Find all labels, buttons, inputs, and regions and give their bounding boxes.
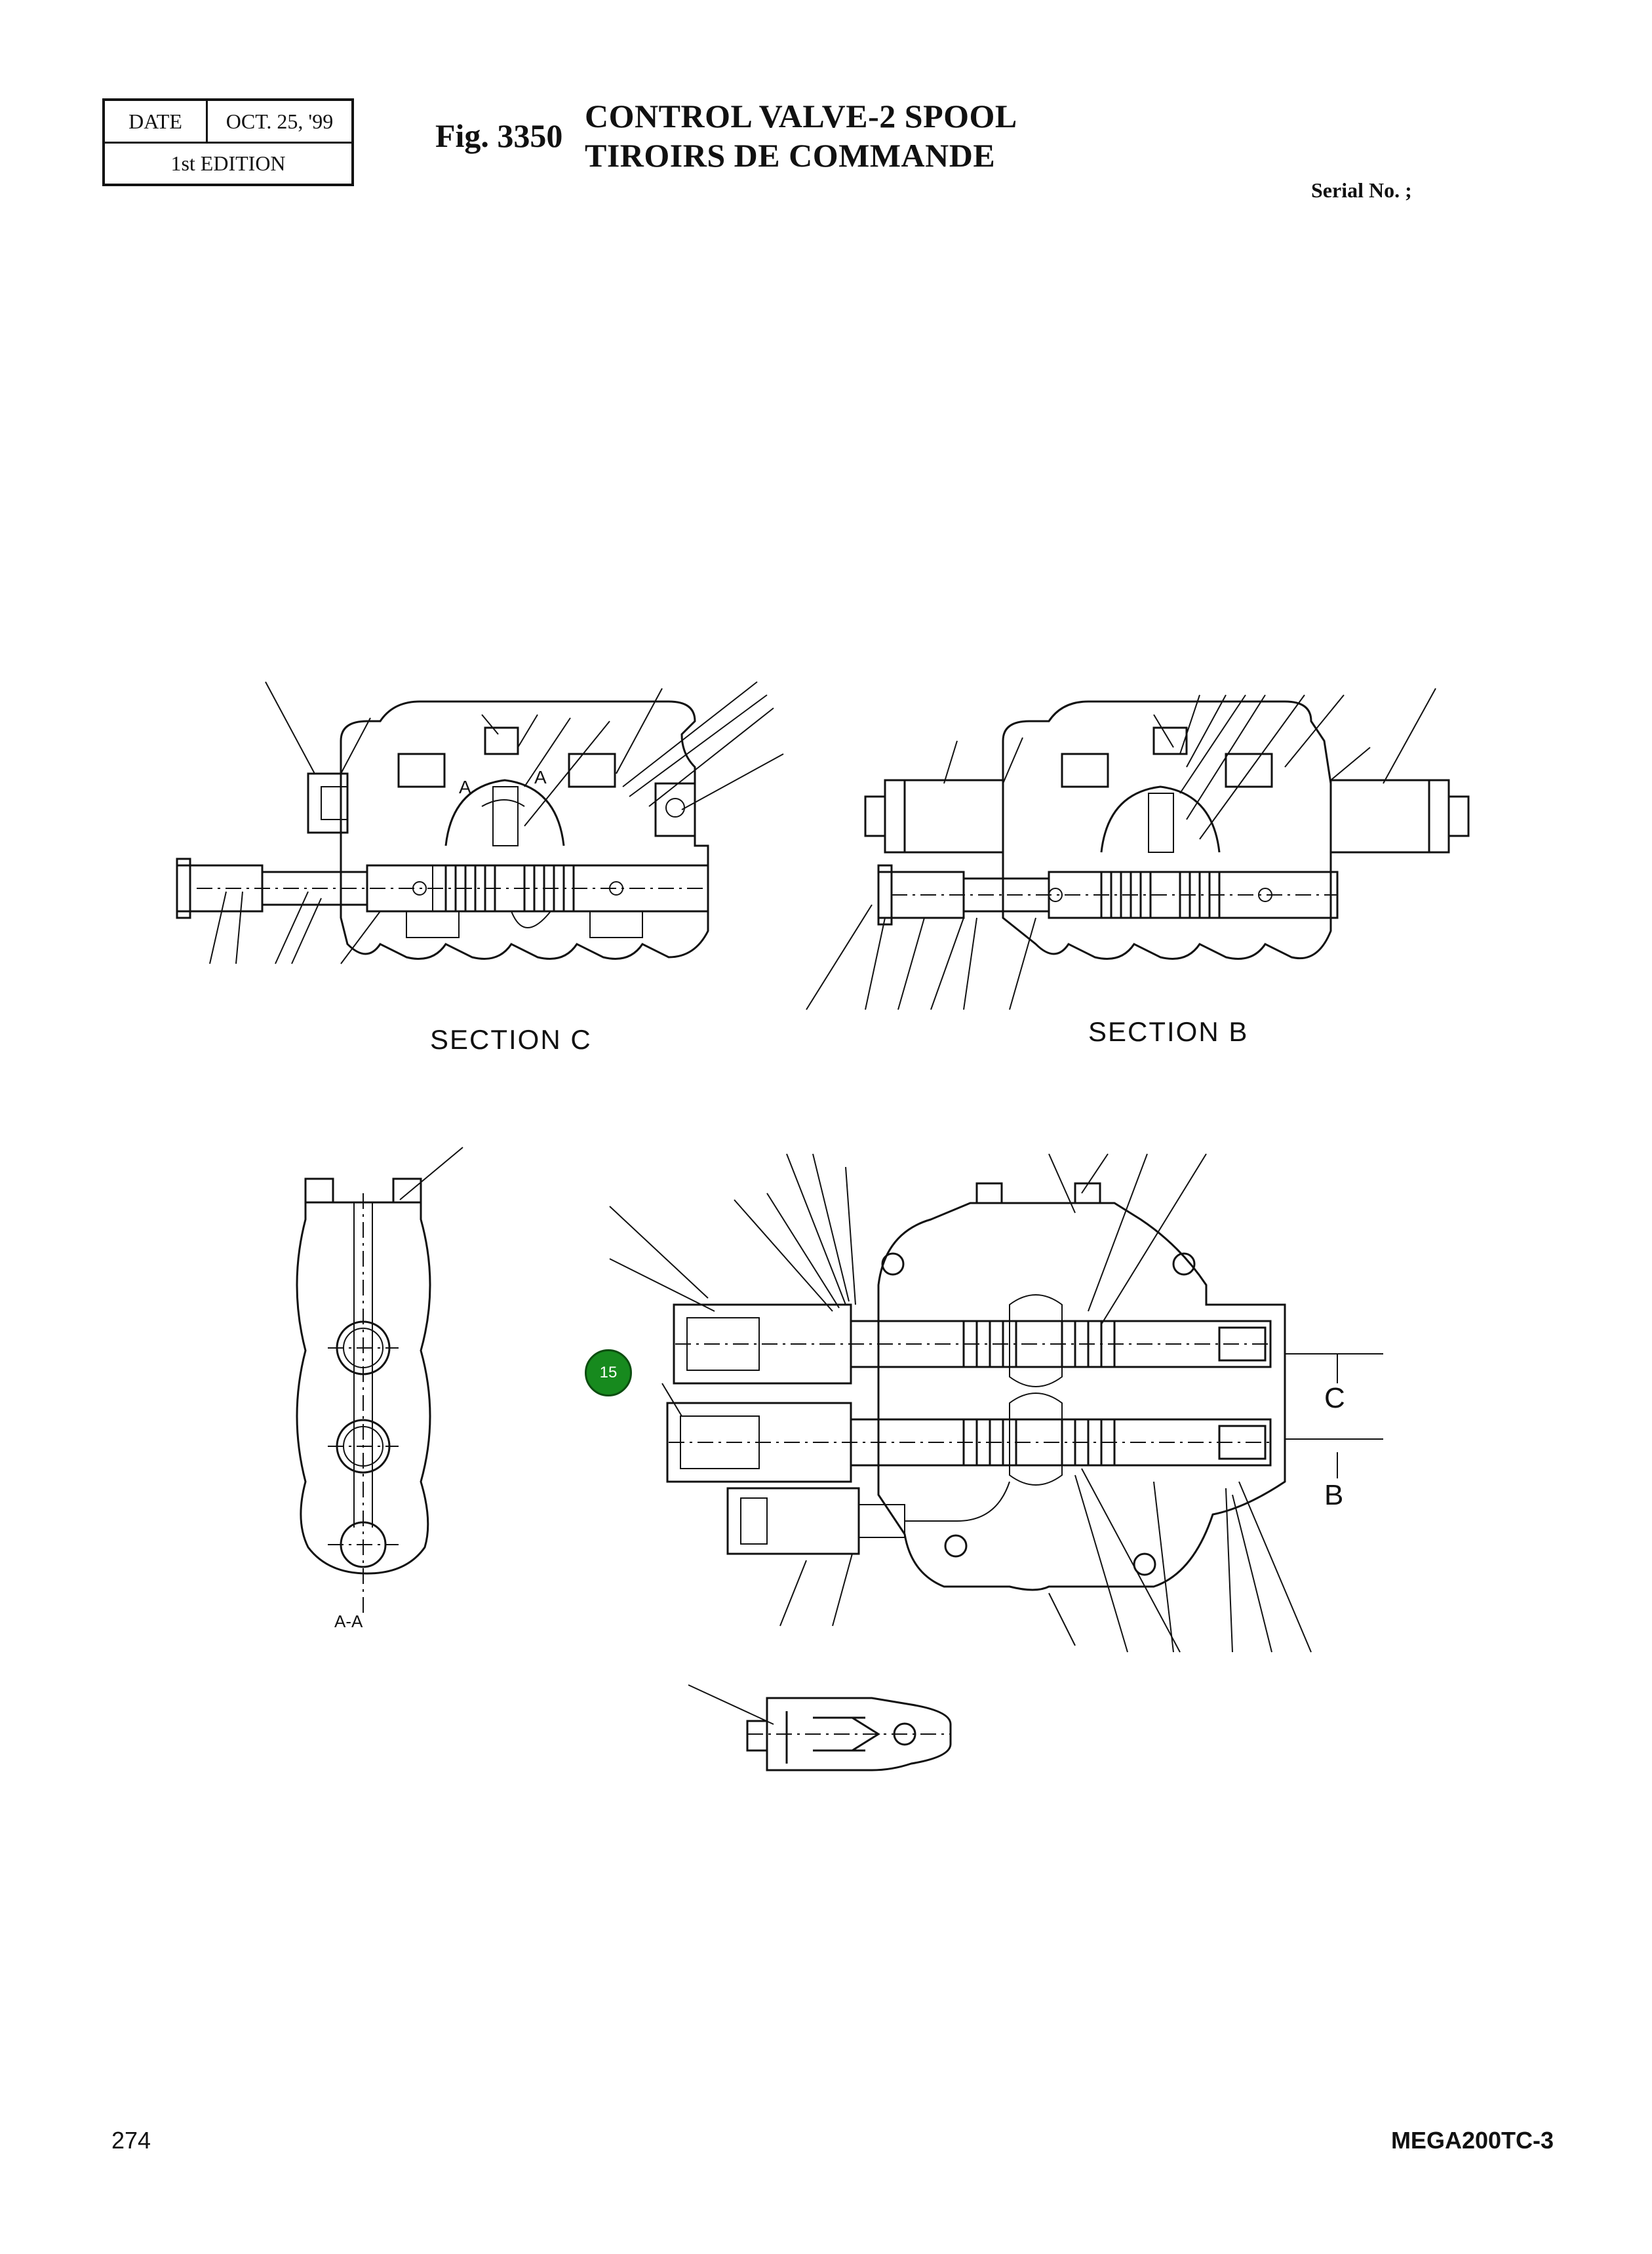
cut-mark-c: C [1324, 1382, 1345, 1414]
aa-label: A-A [334, 1611, 363, 1631]
date-row: DATE OCT. 25, '99 [105, 101, 351, 144]
section-c-drawing: A A [176, 681, 784, 964]
title-english: CONTROL VALVE-2 SPOOL [585, 98, 1017, 134]
section-aa-drawing [296, 1147, 463, 1613]
date-value: OCT. 25, '99 [226, 109, 334, 133]
cut-mark-b: B [1324, 1479, 1344, 1511]
edition-label: 1st EDITION [170, 151, 286, 175]
title-french: TIROIRS DE COMMANDE [585, 137, 996, 174]
section-mark-a-right: A [534, 767, 547, 787]
section-c-label: SECTION C [430, 1024, 592, 1055]
relief-valve-drawing [688, 1684, 952, 1771]
section-b-label: SECTION B [1088, 1016, 1249, 1047]
page-number: 274 [111, 2127, 151, 2154]
serial-number: Serial No. ; [1311, 178, 1412, 202]
main-assembly-drawing [609, 1153, 1383, 1653]
figure-number: Fig. 3350 [435, 117, 563, 154]
model-number: MEGA200TC-3 [1390, 2127, 1554, 2154]
section-b-drawing [806, 688, 1470, 1010]
date-label: DATE [105, 101, 208, 142]
date-box: DATE OCT. 25, '99 1st EDITION [102, 98, 354, 186]
section-mark-a-left: A [459, 777, 471, 797]
part-callout-15[interactable]: 15 [585, 1349, 632, 1396]
